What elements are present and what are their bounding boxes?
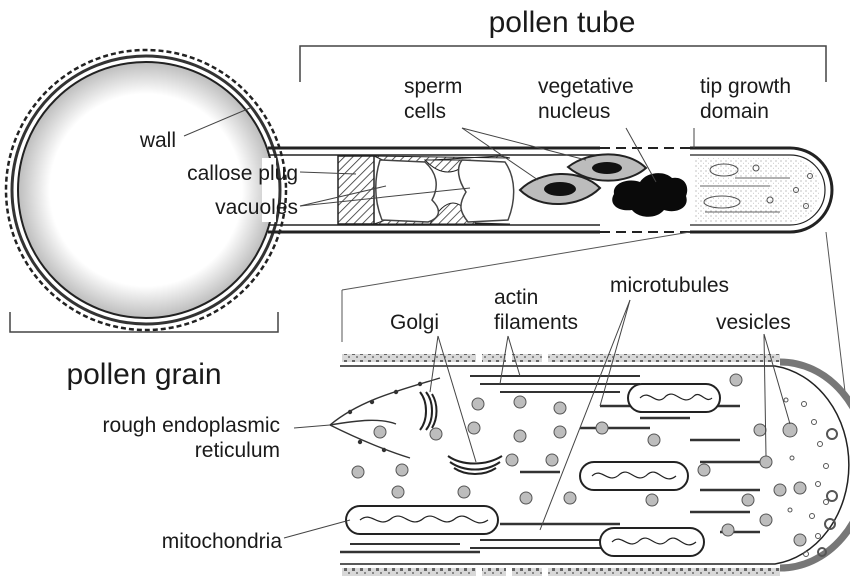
tip-growth-domain — [694, 158, 820, 222]
mitochondrion — [345, 383, 721, 557]
leader-golgi — [429, 335, 439, 393]
label-sperm-cells: sperm — [404, 75, 462, 98]
pollen-grain-body — [4, 48, 288, 332]
golgi — [419, 391, 503, 475]
vegetative-nucleus — [612, 173, 688, 217]
leader-sperm-cells — [461, 127, 539, 181]
label-actin-filaments: actin — [494, 286, 538, 309]
leader-vesicles — [763, 333, 767, 457]
leader-callose-plug — [299, 171, 357, 175]
label-vacuoles: vacuoles — [215, 196, 298, 219]
actin-filament — [350, 375, 640, 549]
leader-microtubules — [539, 299, 631, 531]
label-rough-er: reticulum — [195, 439, 280, 462]
zoom-line — [341, 231, 691, 291]
label-rough-er: rough endoplasmic — [103, 414, 280, 437]
leader-wall — [183, 107, 251, 137]
vacuole — [375, 159, 515, 223]
label-sperm-cells: cells — [404, 100, 446, 123]
leader-rough-er — [293, 424, 331, 429]
sperm-cell — [518, 153, 648, 205]
pollen-tube-wall — [268, 146, 834, 234]
label-vesicles: vesicles — [716, 311, 791, 334]
rough-er — [329, 377, 441, 459]
vesicle — [351, 373, 807, 547]
label-golgi: Golgi — [390, 311, 439, 334]
label-microtubules: microtubules — [610, 274, 729, 297]
leader-vacuoles — [299, 185, 387, 207]
tip-vesicle-cluster — [783, 397, 838, 557]
leader-vesicles — [763, 333, 791, 425]
pollen-grain-bracket — [9, 312, 279, 333]
leader-vegetative-nucleus — [625, 127, 657, 183]
leader-actin — [507, 335, 521, 377]
label-vegetative-nucleus: vegetative — [538, 75, 634, 98]
leader-actin — [499, 335, 509, 385]
leader-sperm-cells — [461, 127, 587, 161]
leader-golgi — [437, 335, 477, 463]
label-callose-plug: callose plug — [187, 162, 298, 185]
label-tip-growth-domain: domain — [700, 100, 769, 123]
label-tip-growth-domain: tip growth — [700, 75, 791, 98]
leader-microtubules — [599, 299, 631, 407]
leader-mitochondria — [283, 519, 351, 539]
label-mitochondria: mitochondria — [162, 530, 283, 553]
zoom-line — [825, 231, 847, 401]
label-vegetative-nucleus: nucleus — [538, 100, 610, 123]
label-pollen-grain: pollen grain — [66, 358, 221, 391]
label-actin-filaments: filaments — [494, 311, 578, 334]
leader-vacuoles — [299, 187, 471, 207]
label-wall: wall — [139, 129, 176, 152]
label-pollen-tube: pollen tube — [489, 6, 636, 39]
pollen-tube-bracket — [299, 45, 827, 82]
